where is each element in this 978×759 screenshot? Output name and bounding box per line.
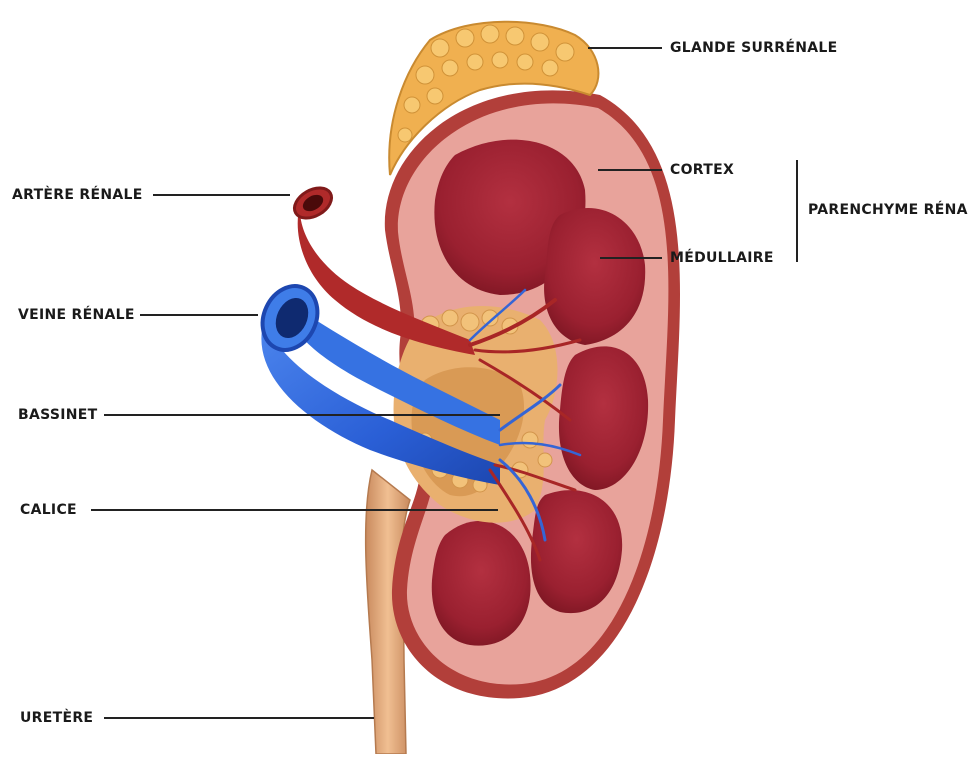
label-renal-artery: ARTÈRE RÉNALE — [12, 187, 143, 203]
medulla-pyramid — [432, 521, 531, 646]
label-calyx: CALICE — [20, 502, 77, 518]
label-renal-vein: VEINE RÉNALE — [18, 307, 135, 323]
label-ureter: URETÈRE — [20, 710, 93, 726]
label-pelvis: BASSINET — [18, 407, 97, 423]
label-medulla: MÉDULLAIRE — [670, 250, 774, 266]
label-parenchyma: PARENCHYME RÉNA — [808, 202, 968, 218]
label-adrenal-gland: GLANDE SURRÉNALE — [670, 40, 837, 56]
label-cortex: CORTEX — [670, 162, 734, 178]
